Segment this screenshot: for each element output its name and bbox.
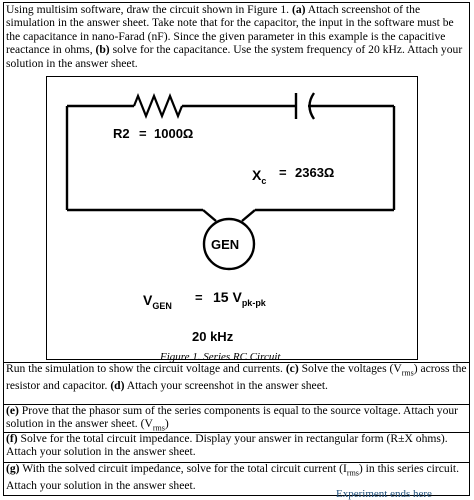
part-a-label: (a) [291,3,306,16]
resistor-symbol [132,93,184,119]
frequency-label: 20 kHz [192,329,234,344]
resistor-value: 1000Ω [154,126,193,141]
intro-text-3: solve for the capacitance. Use the syste… [6,43,463,70]
resistor-label: R2 [113,126,130,141]
intro-paragraph: Using multisim software, draw the circui… [6,3,466,70]
generator-label: GEN [211,237,239,252]
part-c-label: (c) [285,362,299,375]
experiment-end-note: Experiment ends here [336,488,432,500]
task-row-c-d: Run the simulation to show the circuit v… [3,362,470,404]
part-e-label: (e) [6,404,19,417]
part-g-label: (g) [6,462,20,475]
intro-text-2: Attach screenshot of the simulation in t… [6,3,454,57]
resistor-equals: = [139,126,147,141]
circuit-figure: R2 = 1000Ω Xc = 2363Ω GEN VGEN = 15 Vpk-… [46,76,418,360]
part-d-label: (d) [110,378,125,392]
vgen-value: 15 Vpk-pk [213,289,267,308]
intro-text: Using multisim software, draw the circui… [6,3,292,16]
part-f-label: (f) [6,432,18,445]
generator-symbol [202,217,256,271]
vgen-equals: = [195,290,203,305]
task-row-g: (g) With the solved circuit impedance, s… [3,462,470,492]
vgen-symbol: VGEN [143,292,172,311]
capacitor-equals: = [279,165,287,180]
document-frame [3,2,470,496]
figure-border [46,76,418,360]
part-b-label: (b) [95,43,110,57]
figure-caption: Figure 1. Series RC Circuit [160,351,281,363]
task-row-f: (f) Solve for the total circuit impedanc… [3,432,470,462]
capacitor-symbol-label: Xc [252,167,266,186]
task-row-e: (e) Prove that the phasor sum of the ser… [3,404,470,432]
circuit-diagram: R2 = 1000Ω Xc = 2363Ω GEN VGEN = 15 Vpk-… [46,76,418,360]
capacitor-value: 2363Ω [295,165,334,180]
